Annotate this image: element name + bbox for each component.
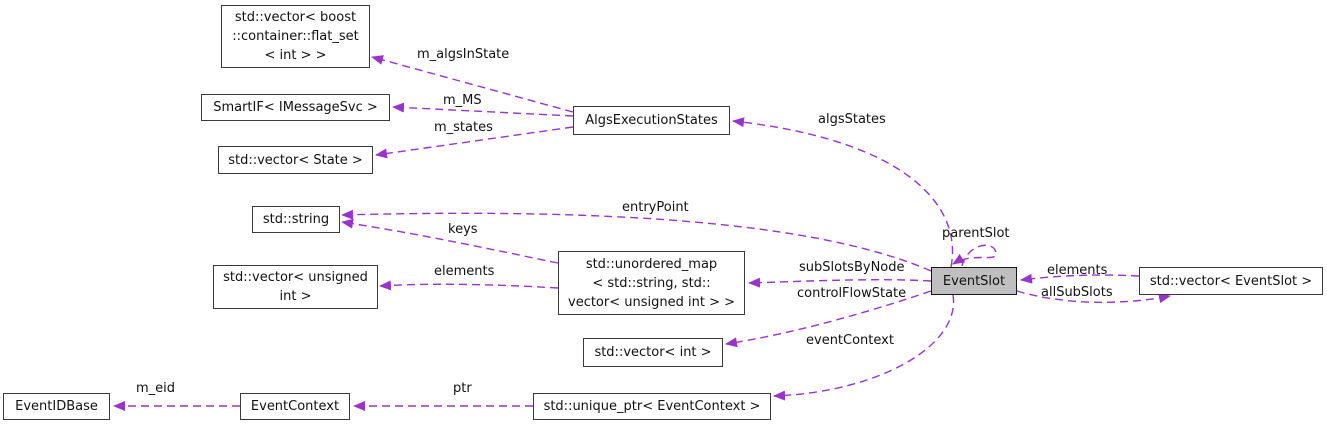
- edge-controlflowstate: [725, 290, 932, 348]
- class-node-eventslot-current: EventSlot: [931, 267, 1017, 295]
- edge-algsstates: [732, 117, 954, 268]
- edge-label-ptr: ptr: [453, 381, 472, 396]
- edge-m-ms: [392, 102, 574, 117]
- class-node-vector-flat-set[interactable]: std::vector< boost ::container::flat_set…: [221, 5, 370, 68]
- class-node-vector-state[interactable]: std::vector< State >: [218, 146, 373, 174]
- edge-label-eventcontext: eventContext: [806, 333, 894, 348]
- edge-label-m-algsinstate: m_algsInState: [417, 47, 510, 62]
- edge-label-elements-left: elements: [434, 264, 495, 279]
- class-node-std-string[interactable]: std::string: [252, 206, 340, 233]
- edge-m-algsinstate: [371, 55, 574, 113]
- edge-label-controlflowstate: controlFlowState: [797, 286, 907, 301]
- edge-elements-left: [379, 280, 559, 291]
- edge-label-entrypoint: entryPoint: [622, 200, 689, 215]
- edge-allsubslots: [1016, 290, 1171, 304]
- edge-elements-right: [1020, 273, 1140, 284]
- class-node-eventidbase[interactable]: EventIDBase: [3, 393, 110, 420]
- edge-entrypoint: [341, 209, 932, 272]
- edge-label-algsstates: algsStates: [818, 112, 886, 127]
- edge-keys: [341, 218, 559, 264]
- edge-label-subslotsbynode: subSlotsByNode: [799, 260, 905, 275]
- edge-label-m-states: m_states: [434, 120, 493, 135]
- class-node-vector-unsigned-int[interactable]: std::vector< unsigned int >: [213, 265, 378, 309]
- edge-label-keys: keys: [448, 222, 478, 237]
- edge-m-states: [375, 126, 574, 159]
- edge-label-m-eid: m_eid: [136, 381, 176, 396]
- class-node-unordered-map[interactable]: std::unordered_map < std::string, std:: …: [558, 251, 745, 315]
- class-node-smartif-imessagesvc[interactable]: SmartIF< IMessageSvc >: [201, 94, 390, 121]
- class-node-algsexecutionstates[interactable]: AlgsExecutionStates: [573, 106, 730, 135]
- edge-eventcontext: [773, 294, 955, 401]
- edge-parentslot-selfloop: [952, 244, 997, 267]
- edge-label-m-ms: m_MS: [443, 93, 482, 108]
- class-node-vector-int[interactable]: std::vector< int >: [583, 338, 723, 367]
- class-node-eventcontext[interactable]: EventContext: [240, 393, 350, 420]
- class-node-vector-eventslot[interactable]: std::vector< EventSlot >: [1139, 267, 1323, 295]
- edge-label-allsubslots: allSubSlots: [1041, 285, 1113, 300]
- edge-subslotsbynode: [748, 277, 932, 288]
- edge-label-elements-right: elements: [1047, 263, 1108, 278]
- class-node-unique-ptr-eventcontext[interactable]: std::unique_ptr< EventContext >: [533, 393, 771, 420]
- edge-label-parentslot: parentSlot: [942, 226, 1010, 241]
